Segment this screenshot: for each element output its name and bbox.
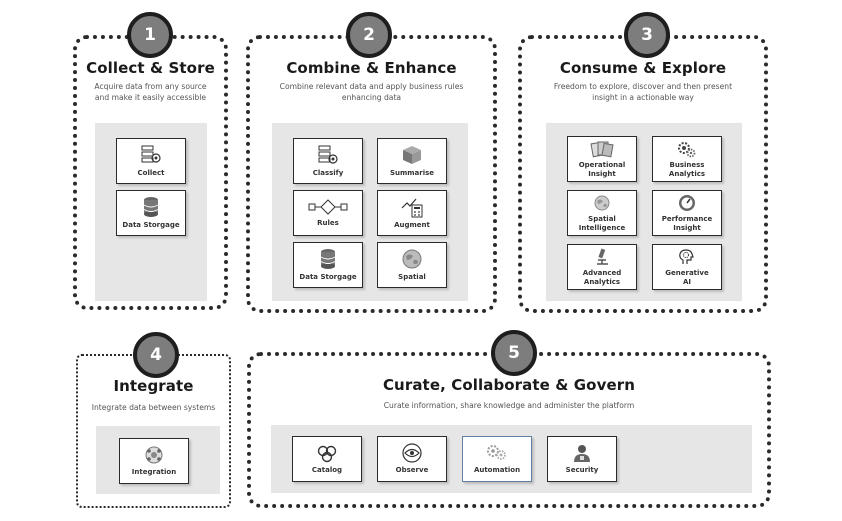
- brain-gear-icon: [679, 248, 694, 264]
- eye-icon: [402, 443, 422, 463]
- globe-icon: [402, 249, 422, 269]
- integration-card[interactable]: Integration: [119, 438, 189, 484]
- performance-insight-card[interactable]: Performance Insight: [652, 190, 722, 236]
- data-storage-card[interactable]: Data Storgage: [293, 242, 363, 288]
- section-description: Acquire data from any source and make it…: [94, 82, 207, 102]
- collect-card[interactable]: Collect: [116, 138, 186, 184]
- classify-card[interactable]: Classify: [293, 138, 363, 184]
- section-description: Freedom to explore, discover and then pr…: [553, 82, 733, 102]
- card-label: Advanced Analytics: [582, 268, 622, 286]
- card-label: Automation: [473, 466, 521, 474]
- classify-icon: [318, 145, 338, 164]
- card-label: Integration: [131, 468, 177, 476]
- card-label: Security: [565, 466, 599, 474]
- catalog-card[interactable]: Catalog: [292, 436, 362, 482]
- automation-gears-icon: [487, 445, 506, 460]
- step-number-2: 2: [346, 12, 392, 58]
- business-analytics-card[interactable]: Business Analytics: [652, 136, 722, 182]
- step-number-1: 1: [127, 12, 173, 58]
- card-label: Business Analytics: [668, 160, 706, 178]
- data-storage-card[interactable]: Data Storgage: [116, 190, 186, 236]
- step-number-3: 3: [624, 12, 670, 58]
- network-icon: [145, 446, 163, 464]
- rules-card[interactable]: Rules: [293, 190, 363, 236]
- card-label: Catalog: [311, 466, 343, 474]
- spatial-intelligence-card[interactable]: Spatial Intelligence: [567, 190, 637, 236]
- documents-icon: [590, 141, 614, 157]
- card-label: Classify: [312, 169, 344, 177]
- section-title: Combine & Enhance: [286, 59, 457, 77]
- card-label: Spatial Intelligence: [578, 214, 626, 232]
- gauge-icon: [679, 194, 695, 211]
- card-label: Augment: [394, 221, 430, 229]
- section-description: Combine relevant data and apply business…: [279, 82, 464, 102]
- card-label: Performance Insight: [661, 214, 713, 232]
- gears-icon: [678, 141, 696, 157]
- card-label: Generative AI: [665, 268, 709, 286]
- generative-ai-card[interactable]: Generative AI: [652, 244, 722, 290]
- spatial-card[interactable]: Spatial: [377, 242, 447, 288]
- catalog-icon: [317, 445, 337, 463]
- security-card[interactable]: Security: [547, 436, 617, 482]
- card-label: Collect: [137, 169, 165, 177]
- section-title: Consume & Explore: [559, 59, 727, 77]
- section-title: Integrate: [113, 377, 194, 395]
- globe-icon: [594, 195, 610, 210]
- section-title: Curate, Collaborate & Govern: [382, 376, 636, 394]
- card-label: Summarise: [389, 169, 435, 177]
- section-title: Collect & Store: [86, 59, 215, 77]
- security-person-icon: [574, 445, 590, 462]
- summarise-card[interactable]: Summarise: [377, 138, 447, 184]
- microscope-icon: [597, 248, 608, 265]
- collect-icon: [141, 145, 161, 163]
- operational-insight-card[interactable]: Operational Insight: [567, 136, 637, 182]
- observe-card[interactable]: Observe: [377, 436, 447, 482]
- card-label: Observe: [395, 466, 429, 474]
- automation-card[interactable]: Automation: [462, 436, 532, 482]
- calculator-chart-icon: [401, 198, 423, 218]
- card-label: Data Storgage: [299, 273, 357, 281]
- database-icon: [143, 197, 159, 217]
- section-description: Integrate data between systems: [91, 403, 216, 412]
- collect-store-content: Collect & Store Acquire data from any so…: [73, 35, 228, 310]
- step-number-4: 4: [133, 332, 179, 378]
- combine-enhance-content: Combine & Enhance Combine relevant data …: [246, 35, 497, 313]
- card-label: Spatial: [398, 273, 426, 281]
- section-description: Curate information, share knowledge and …: [383, 401, 635, 410]
- flow-icon: [308, 199, 348, 215]
- card-label: Rules: [317, 219, 339, 227]
- step-number-5: 5: [491, 330, 537, 376]
- curate-govern-content: Curate, Collaborate & Govern Curate info…: [247, 352, 771, 508]
- card-label: Operational Insight: [578, 160, 626, 178]
- cube-icon: [403, 146, 421, 164]
- augment-card[interactable]: Augment: [377, 190, 447, 236]
- advanced-analytics-card[interactable]: Advanced Analytics: [567, 244, 637, 290]
- consume-explore-content: Consume & Explore Freedom to explore, di…: [518, 35, 768, 313]
- database-icon: [320, 249, 336, 269]
- card-label: Data Storgage: [122, 221, 180, 229]
- integrate-content: Integrate Integrate data between systems…: [76, 354, 231, 508]
